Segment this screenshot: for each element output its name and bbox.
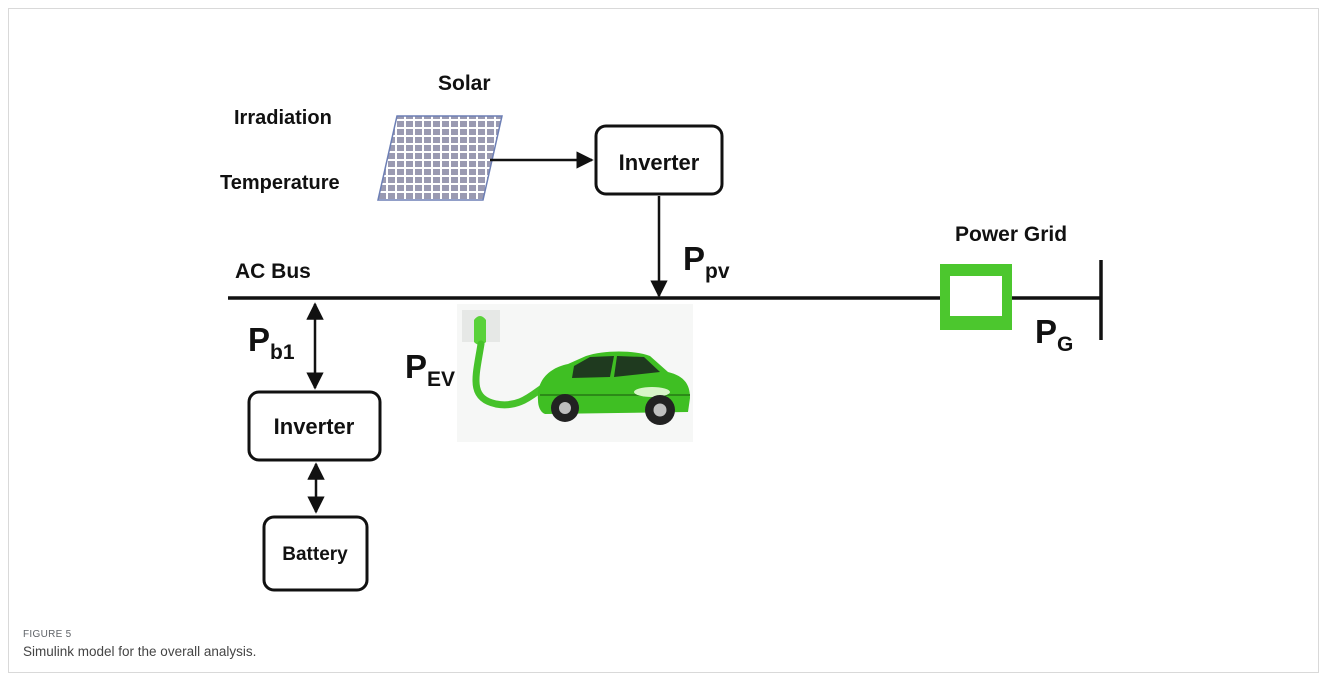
ppv-main: P (683, 240, 705, 277)
pg-label: PG (1035, 313, 1073, 356)
pb1-label: Pb1 (248, 321, 295, 364)
inverter-top-block: Inverter (594, 124, 724, 196)
irradiation-label: Irradiation (234, 107, 332, 129)
ev-car-icon (537, 351, 690, 425)
grid-breaker-icon (940, 264, 1012, 330)
battery-label: Battery (282, 544, 348, 565)
inverter-top-label: Inverter (619, 150, 700, 175)
pb1-main: P (248, 321, 270, 358)
battery-block: Battery (262, 515, 369, 592)
ev-illustration (457, 304, 693, 442)
power-grid-label: Power Grid (955, 223, 1067, 246)
ac-bus-label: AC Bus (235, 260, 311, 283)
pev-label: PEV (405, 348, 455, 391)
pg-sub: G (1057, 333, 1073, 356)
inverter-bottom-label: Inverter (274, 414, 355, 439)
pev-main: P (405, 348, 427, 385)
temperature-label: Temperature (220, 172, 340, 194)
figure-label: FIGURE 5 (23, 629, 72, 640)
pg-main: P (1035, 313, 1057, 350)
charger-plug-icon (462, 310, 564, 409)
figure-caption: Simulink model for the overall analysis. (23, 644, 257, 659)
ppv-sub: pv (705, 260, 730, 283)
solar-label: Solar (438, 72, 491, 95)
inverter-bottom-block: Inverter (247, 390, 382, 462)
pev-sub: EV (427, 368, 455, 391)
ppv-label: Ppv (683, 240, 730, 283)
solar-panel-icon (377, 115, 503, 201)
pb1-sub: b1 (270, 341, 295, 364)
